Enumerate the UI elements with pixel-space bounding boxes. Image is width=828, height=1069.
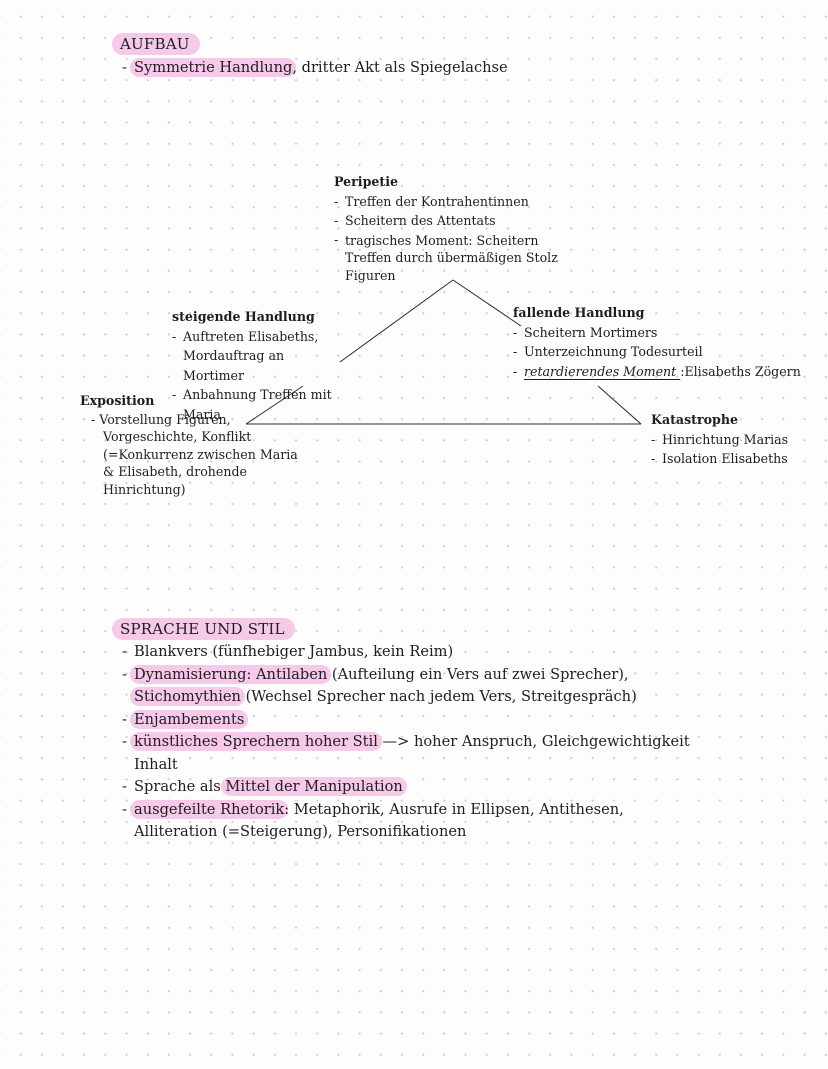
aufbau-item-text: , dritter Akt als Spiegelachse [292,59,508,76]
list-item: retardierendes Moment :Elisabeths Zögern [513,362,803,382]
pyramid-right-upper-line [452,279,522,327]
list-item: Isolation Elisabeths [651,449,821,469]
aufbau-item-highlight: Symmetrie Handlung [130,58,297,77]
steigende-block: steigende Handlung Auftreten Elisabeths,… [172,307,372,425]
peripetie-block: Peripetie Treffen der Kontrahentinnen Sc… [334,172,559,285]
exposition-text: - Vorstellung Figuren, Vorgeschichte, Ko… [80,411,303,499]
steigende-title: steigende Handlung [172,309,315,324]
retardierendes-moment-label: retardierendes Moment [524,363,681,379]
pyramid-left-upper-line [339,279,454,363]
aufbau-heading-text: AUFBAU [112,33,200,55]
list-item: ausgefeilte Rhetorik: Metaphorik, Ausruf… [122,799,694,844]
retardierendes-moment-text: :Elisabeths Zögern [680,363,801,379]
list-item: tragisches Moment: Scheitern Treffen dur… [334,231,559,285]
list-item: Scheitern des Attentats [334,211,559,231]
list-item: Hinrichtung Marias [651,430,821,450]
list-item: Anbahnung Treffen mit Maria [172,385,372,424]
sprache-heading: SPRACHE UND STIL [112,618,295,640]
fallende-block: fallende Handlung Scheitern Mortimers Un… [513,303,803,381]
list-item: Dynamisierung: Antilaben (Aufteilung ein… [122,664,722,709]
aufbau-heading: AUFBAU [112,33,200,55]
fallende-title: fallende Handlung [513,305,645,320]
list-item: Blankvers (fünfhebiger Jambus, kein Reim… [122,641,722,664]
list-item: Unterzeichnung Todesurteil [513,342,803,362]
list-item: Treffen der Kontrahentinnen [334,192,559,212]
list-item: Scheitern Mortimers [513,323,803,343]
list-item: Symmetrie Handlung, dritter Akt als Spie… [122,57,762,80]
exposition-block: Exposition - Vorstellung Figuren, Vorges… [80,391,325,499]
pyramid-right-lower-line [597,385,642,425]
katastrophe-title: Katastrophe [651,412,739,427]
sprache-list: Blankvers (fünfhebiger Jambus, kein Reim… [122,641,722,844]
list-item: künstliches Sprechern hoher Stil —> hohe… [122,731,722,776]
sprache-heading-text: SPRACHE UND STIL [112,618,295,640]
exposition-title: Exposition [80,393,155,408]
list-item: Auftreten Elisabeths, Mordauftrag an Mor… [172,327,348,386]
aufbau-list: Symmetrie Handlung, dritter Akt als Spie… [122,57,762,80]
exposition-item: - Vorstellung Figuren, Vorgeschichte, Ko… [91,411,298,497]
list-item: Enjambements [122,709,722,732]
list-item: Sprache als Mittel der Manipulation [122,776,722,799]
peripetie-title: Peripetie [334,174,398,189]
katastrophe-block: Katastrophe Hinrichtung Marias Isolation… [651,410,821,469]
